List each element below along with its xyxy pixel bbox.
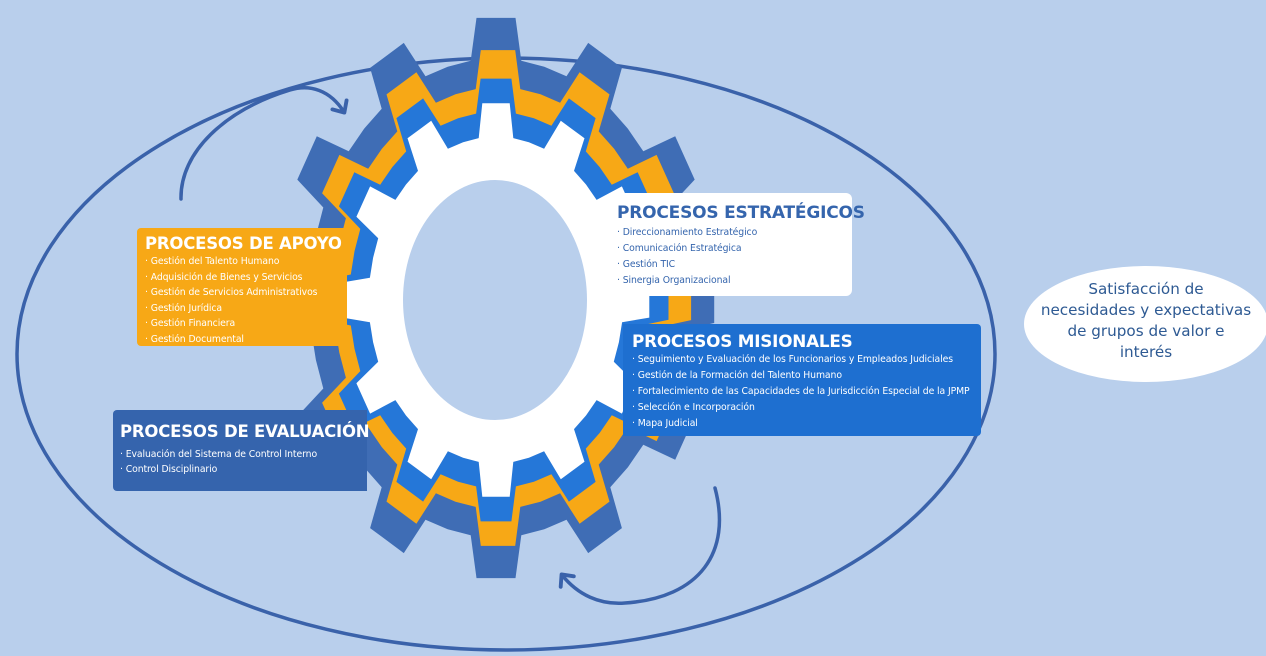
evaluation-processes-panel: PROCESOS DE EVALUACIÓN Evaluación del Si… <box>113 410 370 491</box>
circular-arrow-icon <box>179 86 349 201</box>
list-item: Gestión Documental <box>145 332 347 348</box>
satisfaction-ellipse <box>1024 266 1266 382</box>
list-item: Evaluación del Sistema de Control Intern… <box>120 448 367 463</box>
mission-processes-panel: PROCESOS MISIONALES Seguimiento y Evalua… <box>623 324 981 436</box>
list-item: Gestión de la Formación del Talento Huma… <box>632 368 981 384</box>
list-item: Mapa Judicial <box>632 416 981 432</box>
list-item: Fortalecimiento de las Capacidades de la… <box>632 384 981 400</box>
list-item: Selección e Incorporación <box>632 400 981 416</box>
strategic-processes-title: PROCESOS ESTRATÉGICOS <box>617 203 865 223</box>
list-item: Comunicación Estratégica <box>617 241 852 257</box>
support-processes-panel: PROCESOS DE APOYO Gestión del Talento Hu… <box>137 228 347 346</box>
strategic-processes-list: Direccionamiento Estratégico Comunicació… <box>617 225 852 289</box>
gear-icon <box>277 17 715 579</box>
mission-processes-title: PROCESOS MISIONALES <box>632 331 853 351</box>
gear-hole <box>403 180 587 420</box>
list-item: Adquisición de Bienes y Servicios <box>145 270 347 286</box>
list-item: Seguimiento y Evaluación de los Funciona… <box>632 352 981 368</box>
strategic-processes-panel: PROCESOS ESTRATÉGICOS Direccionamiento E… <box>608 193 865 296</box>
list-item: Gestión Financiera <box>145 316 347 332</box>
list-item: Gestión del Talento Humano <box>145 254 347 270</box>
list-item: Gestión Jurídica <box>145 301 347 317</box>
support-processes-list: Gestión del Talento Humano Adquisición d… <box>145 254 347 348</box>
list-item: Control Disciplinario <box>120 463 367 478</box>
evaluation-processes-list: Evaluación del Sistema de Control Intern… <box>120 448 367 477</box>
circular-arrow-icon <box>558 486 722 605</box>
evaluation-processes-title: PROCESOS DE EVALUACIÓN <box>120 422 370 441</box>
list-item: Gestión TIC <box>617 257 852 273</box>
list-item: Direccionamiento Estratégico <box>617 225 852 241</box>
support-processes-title: PROCESOS DE APOYO <box>145 234 342 253</box>
mission-processes-list: Seguimiento y Evaluación de los Funciona… <box>632 352 981 432</box>
list-item: Gestión de Servicios Administrativos <box>145 285 347 301</box>
satisfaction-label: Satisfacción de necesidades y expectativ… <box>1040 280 1252 361</box>
list-item: Sinergia Organizacional <box>617 273 852 289</box>
